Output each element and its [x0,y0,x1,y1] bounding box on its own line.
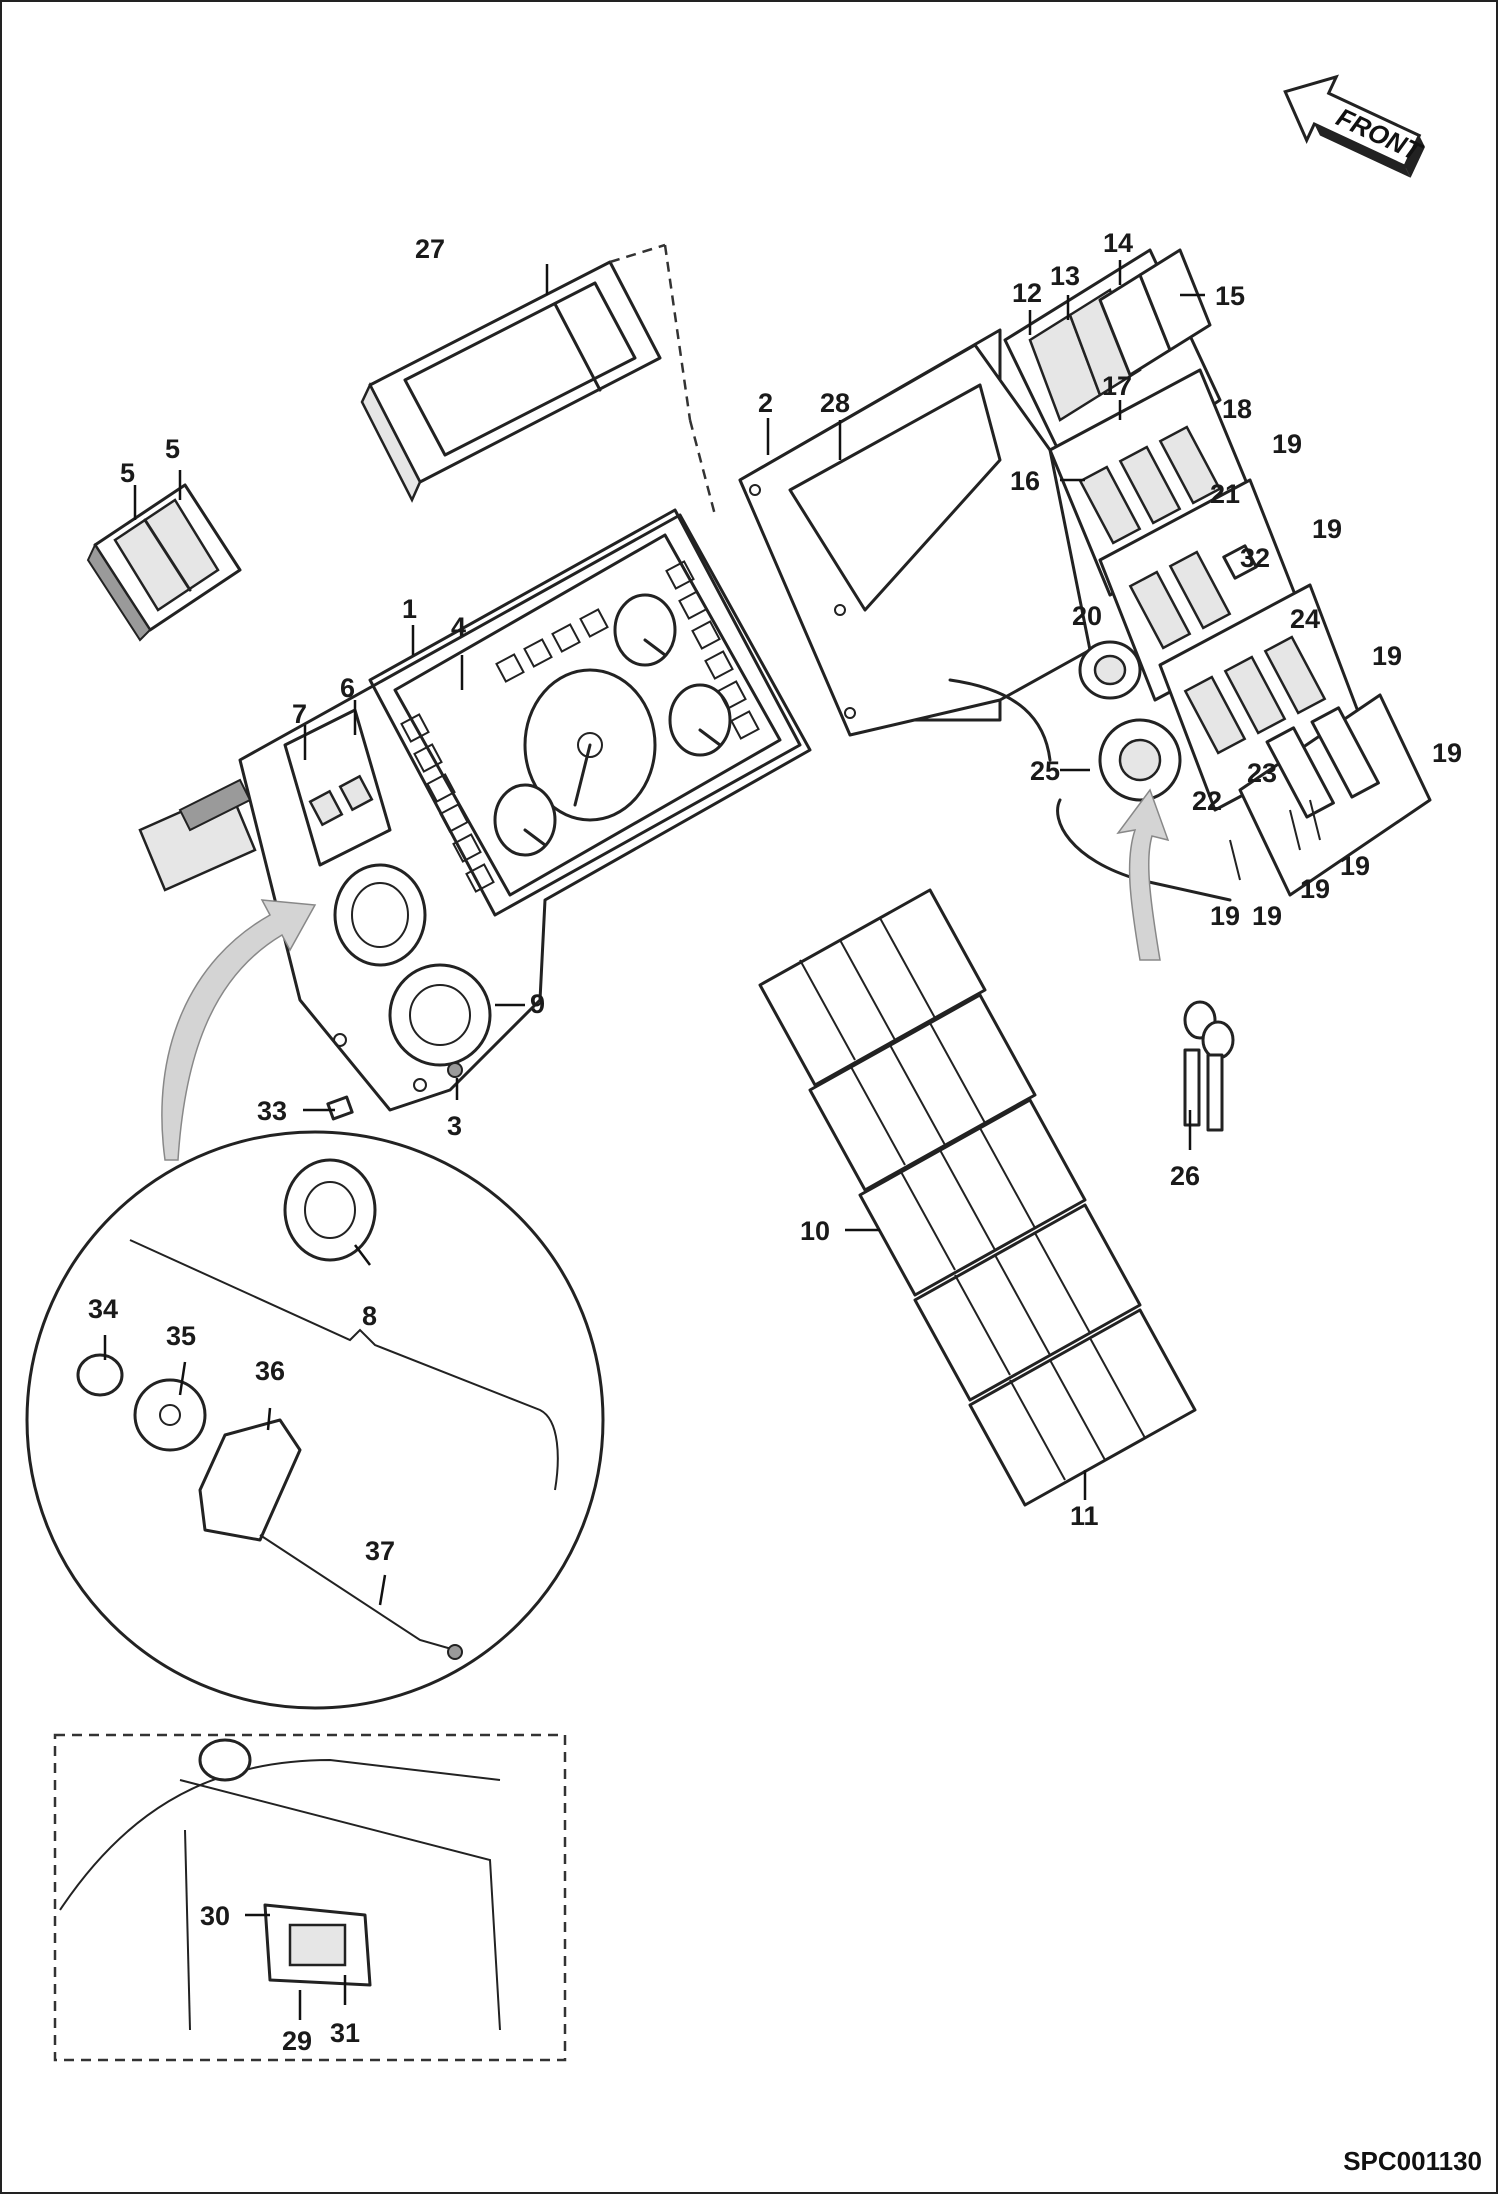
switch-blank-stack-10-11 [758,888,1197,1507]
callout-16: 16 [1010,466,1040,496]
display-unit-27 [360,243,717,516]
rocker-switch-pair-5 [86,483,242,642]
callout-30: 30 [200,1901,230,1931]
instrument-panel-1 [138,508,812,1121]
callout-18: 18 [1222,394,1252,424]
callout-32: 32 [1240,543,1270,573]
callout-19a: 19 [1272,429,1302,459]
callout-24: 24 [1290,604,1320,634]
callout-20: 20 [1072,601,1102,631]
detail-view-box [53,1733,567,2062]
drawing-reference-code: SPC001130 [1343,2146,1482,2176]
callout-6: 6 [340,673,355,703]
callout-5a: 5 [120,458,135,488]
callout-11: 11 [1070,1501,1099,1531]
callout-2: 2 [758,388,773,418]
callout-arrow-icon-2 [1116,788,1170,961]
ignition-switch-25 [1078,640,1182,961]
callout-10: 10 [800,1216,830,1246]
callout-labels: 27 5 5 1 4 6 7 9 33 3 2 28 10 11 12 13 1… [88,228,1462,2056]
keys-26 [1183,1000,1235,1132]
callout-21: 21 [1210,479,1240,509]
callout-36: 36 [255,1356,285,1386]
callout-12: 12 [1012,278,1042,308]
callout-17: 17 [1102,371,1132,401]
callout-28: 28 [820,388,850,418]
callout-26: 26 [1170,1161,1200,1191]
callout-19d: 19 [1432,738,1462,768]
callout-34: 34 [88,1294,118,1324]
callout-8: 8 [362,1301,377,1331]
callout-19b: 19 [1312,514,1342,544]
callout-22: 22 [1192,786,1222,816]
callout-19g: 19 [1340,851,1370,881]
callout-19h: 19 [1210,901,1240,931]
leader-lines [103,260,1205,2020]
front-arrow-icon: FRONT [1283,74,1428,178]
callout-33: 33 [257,1096,287,1126]
callout-19c: 19 [1372,641,1402,671]
callout-3: 3 [447,1111,462,1141]
callout-35: 35 [166,1321,196,1351]
callout-13: 13 [1050,261,1080,291]
callout-19f: 19 [1300,874,1330,904]
callout-9: 9 [530,989,545,1019]
callout-1: 1 [402,594,417,624]
callout-27: 27 [415,234,445,264]
callout-19e: 19 [1252,901,1282,931]
callout-5b: 5 [165,434,180,464]
callout-arrow-icon [161,899,317,1161]
switch-panel-right [948,248,1432,902]
callout-25: 25 [1030,756,1060,786]
callout-7: 7 [292,699,307,729]
detail-view-circle [25,1130,605,1710]
callout-37: 37 [365,1536,395,1566]
callout-4: 4 [451,612,466,642]
callout-23: 23 [1247,758,1277,788]
callout-31: 31 [330,2018,360,2048]
callout-15: 15 [1215,281,1245,311]
callout-29: 29 [282,2026,312,2056]
callout-14: 14 [1103,228,1133,258]
